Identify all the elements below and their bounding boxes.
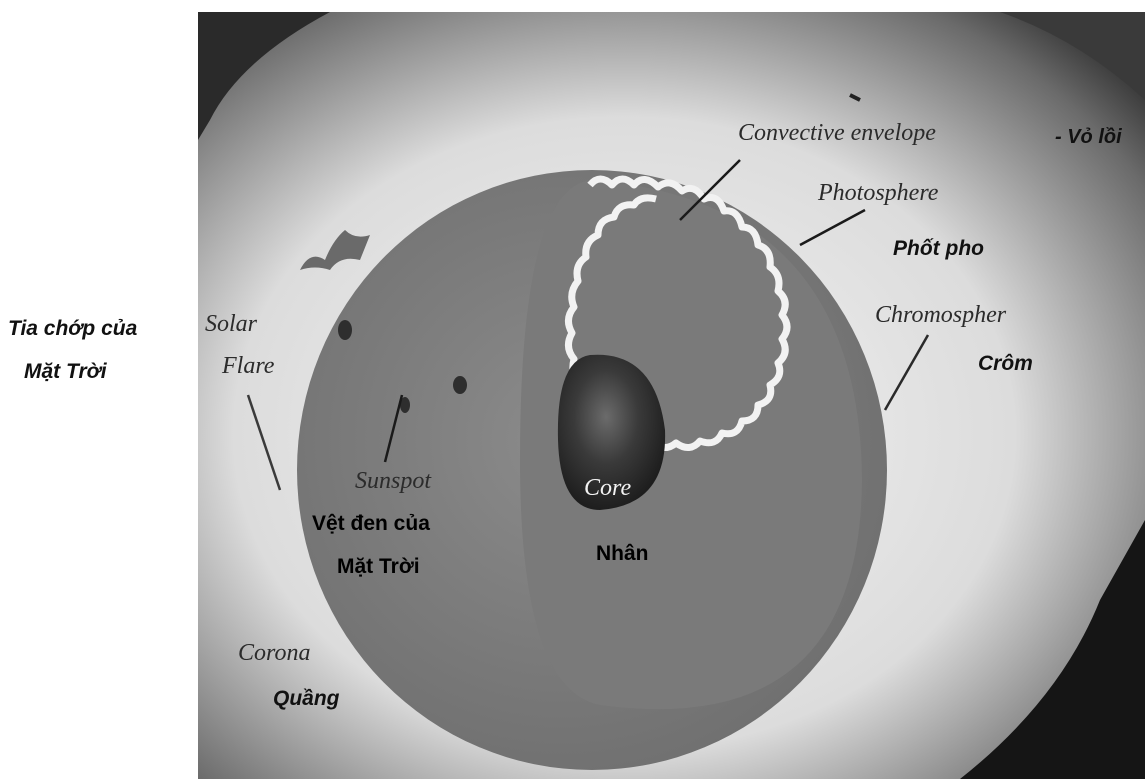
label-quang: Quầng: [273, 687, 340, 710]
label-crom: Crôm: [978, 352, 1033, 375]
label-vo-loi: - Vỏ lồi: [1055, 126, 1122, 148]
sunspot-2: [453, 376, 467, 394]
label-corona: Corona: [238, 640, 310, 666]
sunspot-1: [338, 320, 352, 340]
label-photosphere: Photosphere: [817, 180, 939, 206]
label-solar-flare-2: Flare: [221, 353, 275, 379]
label-solar-flare-1: Solar: [205, 311, 258, 337]
label-vet-den-1: Vệt đen của: [312, 512, 430, 535]
label-chromosphere: Chromospher: [875, 302, 1007, 328]
label-tia-chop-2: Mặt Trời: [24, 360, 108, 383]
label-sunspot: Sunspot: [355, 468, 432, 494]
label-phot-pho: Phốt pho: [893, 237, 984, 260]
label-tia-chop-1: Tia chớp của: [8, 317, 138, 340]
label-vet-den-2: Mặt Trời: [337, 555, 420, 578]
label-core: Core: [584, 475, 631, 501]
label-convective-envelope: Convective envelope: [738, 120, 936, 146]
label-nhan: Nhân: [596, 542, 649, 565]
